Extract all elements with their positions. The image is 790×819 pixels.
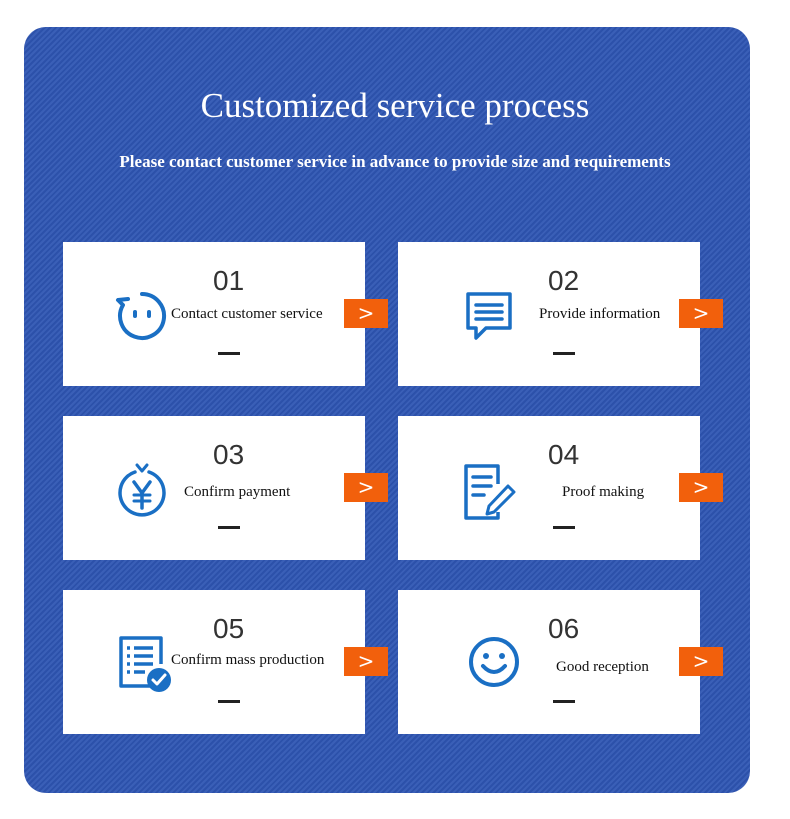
step-dash — [218, 352, 240, 355]
step-dash — [553, 352, 575, 355]
step-card-06: 06 Good reception — [398, 590, 700, 734]
step-card-03: 03 Confirm payment — [63, 416, 365, 560]
step-number: 02 — [548, 265, 580, 296]
message-lines-icon — [462, 288, 516, 344]
step-number: 06 — [548, 613, 580, 644]
next-arrow-04: > — [679, 473, 723, 502]
next-arrow-03: > — [344, 473, 388, 502]
step-card-04: 04 Proof making — [398, 416, 700, 560]
checklist-check-icon — [115, 634, 171, 692]
step-label: Provide information — [539, 306, 661, 322]
next-arrow-06: > — [679, 647, 723, 676]
step-dash — [553, 526, 575, 529]
chat-bubble-face-icon — [115, 288, 169, 344]
smiley-icon — [466, 634, 520, 690]
page-title: Customized service process — [200, 86, 590, 125]
step-dash — [218, 700, 240, 703]
step-label: Confirm mass production — [171, 652, 325, 668]
step-label: Good reception — [556, 659, 649, 675]
yen-coin-icon — [115, 462, 169, 518]
step-dash — [218, 526, 240, 529]
step-label: Confirm payment — [184, 484, 291, 500]
step-label: Proof making — [562, 484, 645, 500]
next-arrow-02: > — [679, 299, 723, 328]
step-number: 04 — [548, 439, 580, 470]
document-pen-icon — [462, 462, 516, 520]
next-arrow-05: > — [344, 647, 388, 676]
step-card-05: 05 Confirm mass production — [63, 590, 365, 734]
page-subtitle: Please contact customer service in advan… — [119, 152, 671, 171]
step-card-02: 02 Provide information — [398, 242, 700, 386]
step-card-01: 01 Contact customer service — [63, 242, 365, 386]
step-dash — [553, 700, 575, 703]
step-number: 03 — [213, 439, 245, 470]
next-arrow-01: > — [344, 299, 388, 328]
step-label: Contact customer service — [171, 306, 323, 322]
step-number: 05 — [213, 613, 245, 644]
step-number: 01 — [213, 265, 245, 296]
